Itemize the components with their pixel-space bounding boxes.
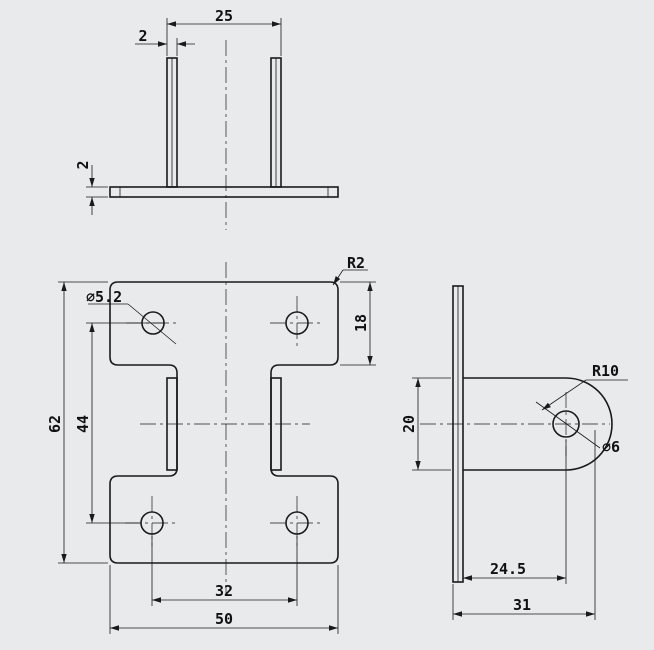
dim-overall-height: 62 [46,415,64,433]
dim-overall-width: 50 [215,610,233,628]
dim-side-height: 20 [400,415,418,433]
dim-side-hole: ⌀6 [602,438,620,456]
top-view: 25 2 2 [74,7,339,230]
dim-top-wall: 2 [138,27,147,45]
side-view-hole [552,410,580,438]
front-view: R2 ⌀5.2 18 62 44 32 50 [46,254,376,634]
dim-top-thickness: 2 [74,160,92,169]
dim-slot-height: 44 [74,415,92,433]
dim-side-hole-distance: 24.5 [490,560,526,578]
dim-tab-height: 18 [352,314,370,332]
dim-small-hole: ⌀5.2 [86,288,122,306]
dim-top-width: 25 [215,7,233,25]
top-view-base-plate [109,186,339,198]
dim-corner-radius: R2 [347,254,365,272]
side-view-tab [463,377,613,471]
front-view-outline [109,281,339,564]
dim-side-length: 31 [513,596,531,614]
side-view: 20 R10 ⌀6 24.5 31 [400,285,628,620]
dim-hole-spacing: 32 [215,582,233,600]
dim-side-radius: R10 [592,362,619,380]
